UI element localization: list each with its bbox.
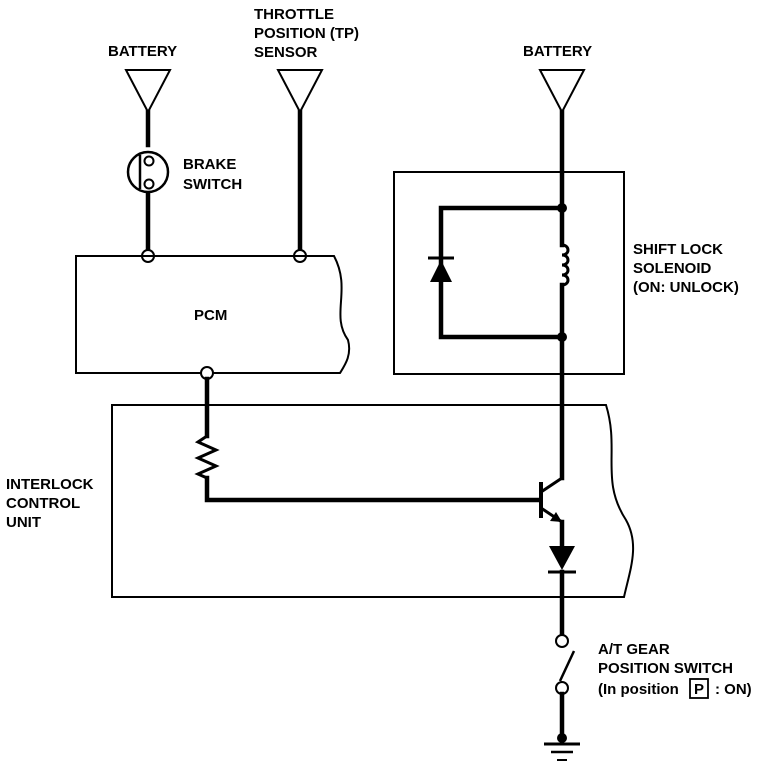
wire-solenoid-diode-loop	[438, 205, 565, 340]
gear-p-box	[689, 678, 709, 699]
ecu-diode-symbol	[548, 546, 576, 574]
label-interlock-line1: INTERLOCK	[6, 476, 94, 493]
battery-right-symbol	[538, 69, 586, 115]
label-battery-right: BATTERY	[523, 43, 592, 60]
transistor-symbol	[539, 476, 563, 524]
pcm-box	[75, 255, 351, 374]
interlock-control-unit-box	[111, 404, 635, 598]
label-pcm: PCM	[194, 307, 227, 324]
label-atgear-line3-suffix: : ON)	[715, 681, 752, 698]
label-throttle-line2: POSITION (TP)	[254, 25, 359, 42]
label-throttle-line1: THROTTLE	[254, 6, 334, 23]
label-atgear-line1: A/T GEAR	[598, 641, 670, 658]
gear-switch-blade	[558, 650, 576, 682]
solenoid-diode-symbol	[428, 256, 454, 282]
brake-switch-symbol	[126, 150, 170, 194]
throttle-sensor-symbol	[276, 69, 324, 115]
gear-switch-terminal-top	[555, 634, 569, 648]
ground-icon	[544, 733, 580, 761]
label-atgear-box: P	[694, 681, 704, 698]
label-atgear-line3-prefix: (In position	[598, 681, 679, 698]
label-brake-line1: BRAKE	[183, 156, 236, 173]
label-brake-line2: SWITCH	[183, 176, 242, 193]
label-throttle-line3: SENSOR	[254, 44, 318, 61]
resistor-symbol	[194, 434, 220, 480]
battery-left-symbol	[124, 69, 172, 115]
label-shift-line2: SOLENOID	[633, 260, 712, 277]
label-shift-line1: SHIFT LOCK	[633, 241, 723, 258]
label-interlock-line3: UNIT	[6, 514, 41, 531]
wire-resistor-transistor	[204, 475, 543, 503]
solenoid-coil-symbol	[561, 243, 570, 287]
label-interlock-line2: CONTROL	[6, 495, 80, 512]
label-battery-left: BATTERY	[108, 43, 177, 60]
label-shift-line3: (ON: UNLOCK)	[633, 279, 739, 296]
label-atgear-line2: POSITION SWITCH	[598, 660, 733, 677]
junction-dot-top	[557, 203, 567, 213]
shift-lock-solenoid-box	[393, 171, 625, 375]
